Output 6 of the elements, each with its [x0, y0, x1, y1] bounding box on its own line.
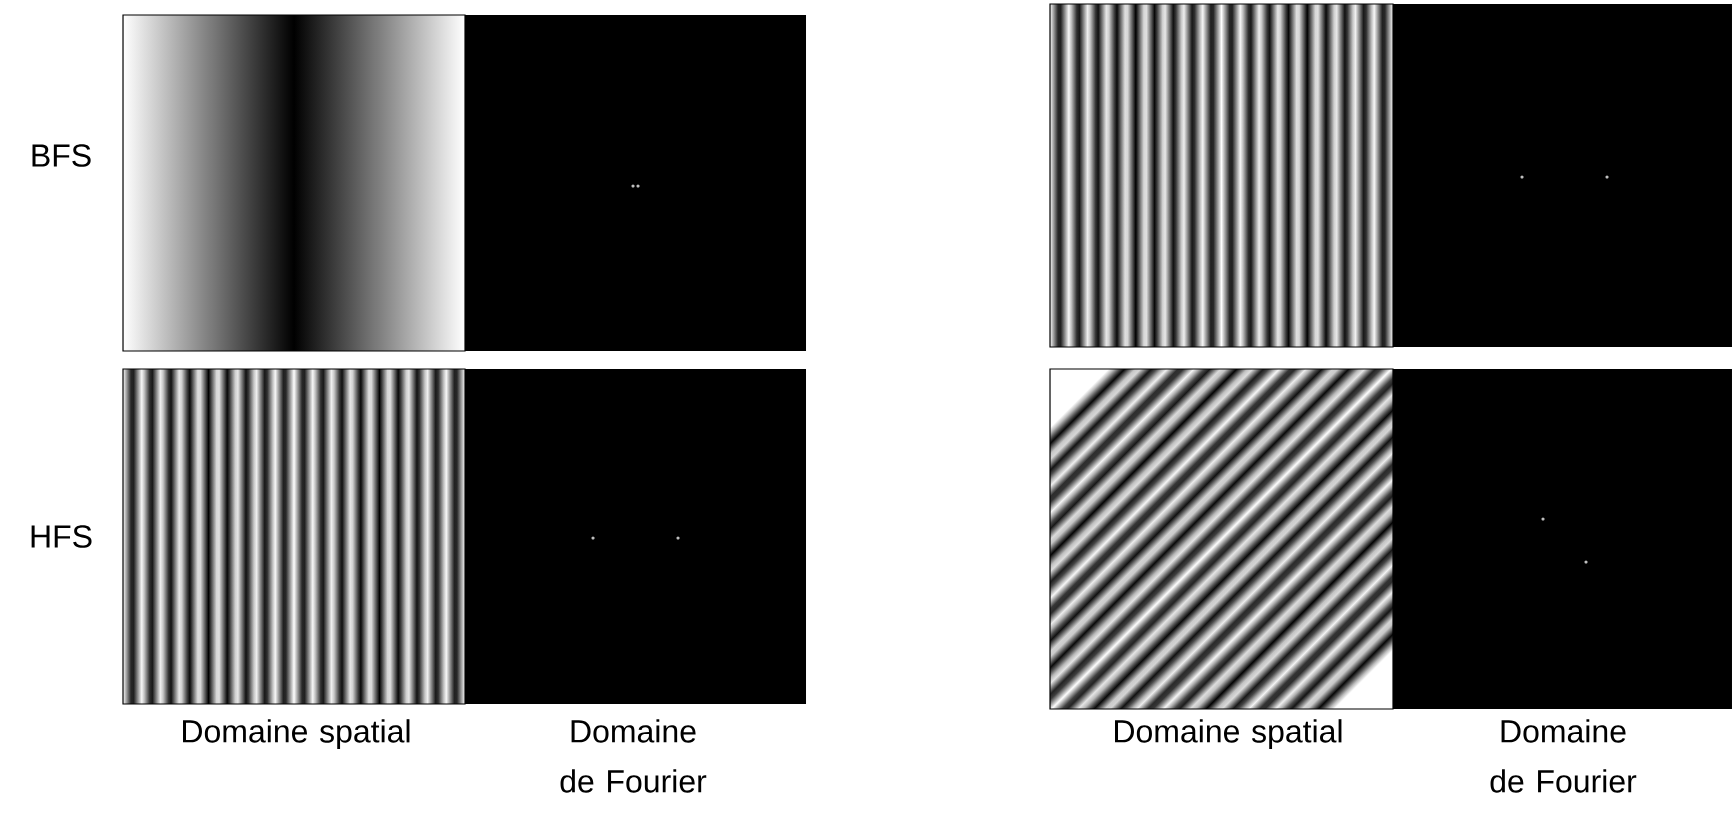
axis-caption: Domaine de Fourier [1490, 719, 1637, 793]
row-label: BFS [32, 144, 91, 167]
row-label: HFS [31, 525, 92, 548]
axis-caption: Domaine spatial [1115, 719, 1342, 749]
axis-caption: Domaine spatial [183, 719, 410, 749]
axis-caption: Domaine de Fourier [560, 719, 707, 793]
